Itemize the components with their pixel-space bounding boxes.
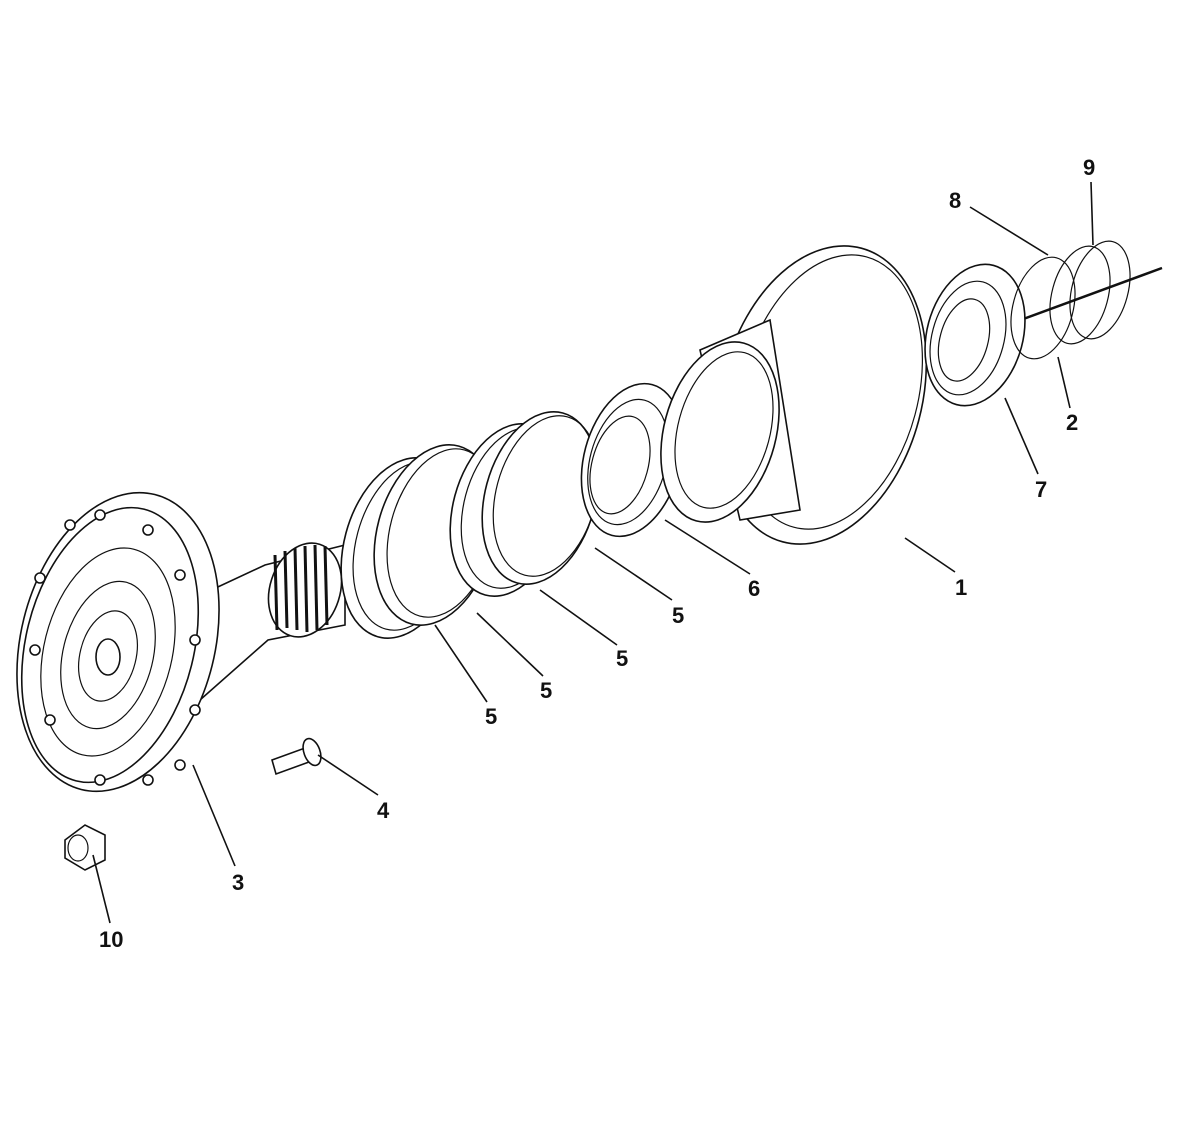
leader-lines — [92, 181, 1094, 924]
callout-6: 6 — [748, 576, 760, 601]
callout-5: 5 — [672, 603, 684, 628]
callout-7: 7 — [1035, 477, 1047, 502]
callout-4: 4 — [377, 798, 390, 823]
callout-8: 8 — [949, 188, 961, 213]
part-7-bearing — [924, 263, 1026, 407]
callout-5: 5 — [540, 678, 552, 703]
part-6-bearing — [580, 382, 684, 538]
callout-10: 10 — [99, 927, 123, 952]
part-4-bolt — [271, 737, 322, 776]
part-8-9-ring-set — [1049, 240, 1131, 345]
callout-2: 2 — [1066, 410, 1078, 435]
callout-3: 3 — [232, 870, 244, 895]
part-1-hub — [660, 245, 928, 545]
callout-9: 9 — [1083, 155, 1095, 180]
part-2-snap-ring — [1010, 256, 1076, 360]
callout-5: 5 — [616, 646, 628, 671]
part-3-flange-shaft — [16, 491, 346, 793]
callout-1: 1 — [955, 575, 967, 600]
part-10-nut — [64, 824, 106, 871]
callout-5: 5 — [485, 704, 497, 729]
